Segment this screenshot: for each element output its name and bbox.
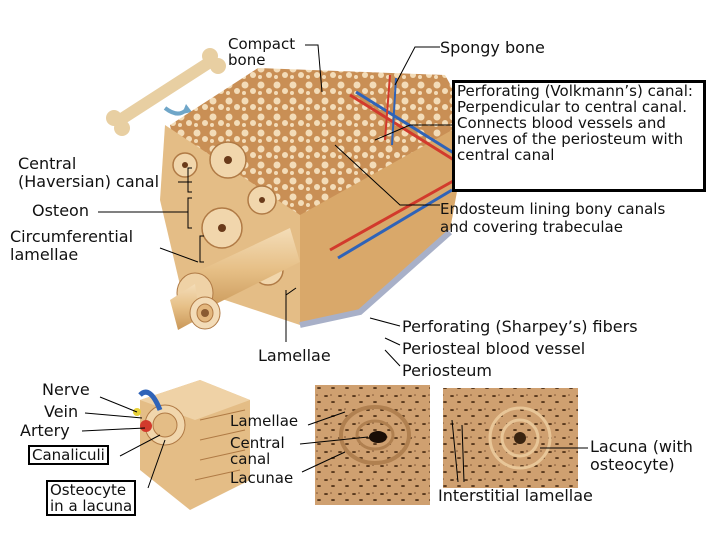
label-endosteum: Endosteum lining bony canals and coverin…: [440, 200, 666, 236]
label-perforating-canal: Perforating (Volkmann’s) canal: Perpendi…: [452, 80, 706, 192]
label-osteocyte: Osteocyte in a lacuna: [46, 480, 137, 516]
leader-lines: [81, 44, 588, 489]
label-canaliculi: Canaliculi: [28, 445, 109, 465]
label-circumferential-lamellae: Circumferential lamellae: [10, 227, 134, 264]
label-periosteal-vessel: Periosteal blood vessel: [402, 339, 586, 358]
osteon-inset-illustration: [133, 380, 250, 510]
label-osteon: Osteon: [32, 201, 89, 220]
label-lacuna-osteocyte: Lacuna (with osteocyte): [590, 437, 693, 474]
label-interstitial-lamellae: Interstitial lamellae: [438, 486, 593, 505]
label-periosteum: Periosteum: [402, 361, 492, 380]
label-nerve: Nerve: [42, 380, 90, 399]
label-lamellae: Lamellae: [258, 346, 331, 365]
label-vein: Vein: [44, 402, 79, 421]
label-artery: Artery: [20, 421, 70, 440]
label-lamellae-micro: Lamellae: [230, 412, 299, 430]
label-compact-bone: Compact bone: [228, 35, 296, 69]
osteon-cylinder-illustration: [170, 228, 300, 330]
micrograph-central-canal: [315, 385, 430, 505]
label-lacunae: Lacunae: [230, 469, 294, 487]
micrograph-interstitial: [443, 388, 578, 488]
label-perforating-fibers: Perforating (Sharpey’s) fibers: [402, 317, 638, 336]
label-spongy-bone: Spongy bone: [440, 38, 545, 57]
label-central-canal-micro: Central canal: [230, 434, 285, 468]
long-bone-icon: [106, 48, 226, 136]
label-central-canal: Central (Haversian) canal: [18, 154, 160, 191]
